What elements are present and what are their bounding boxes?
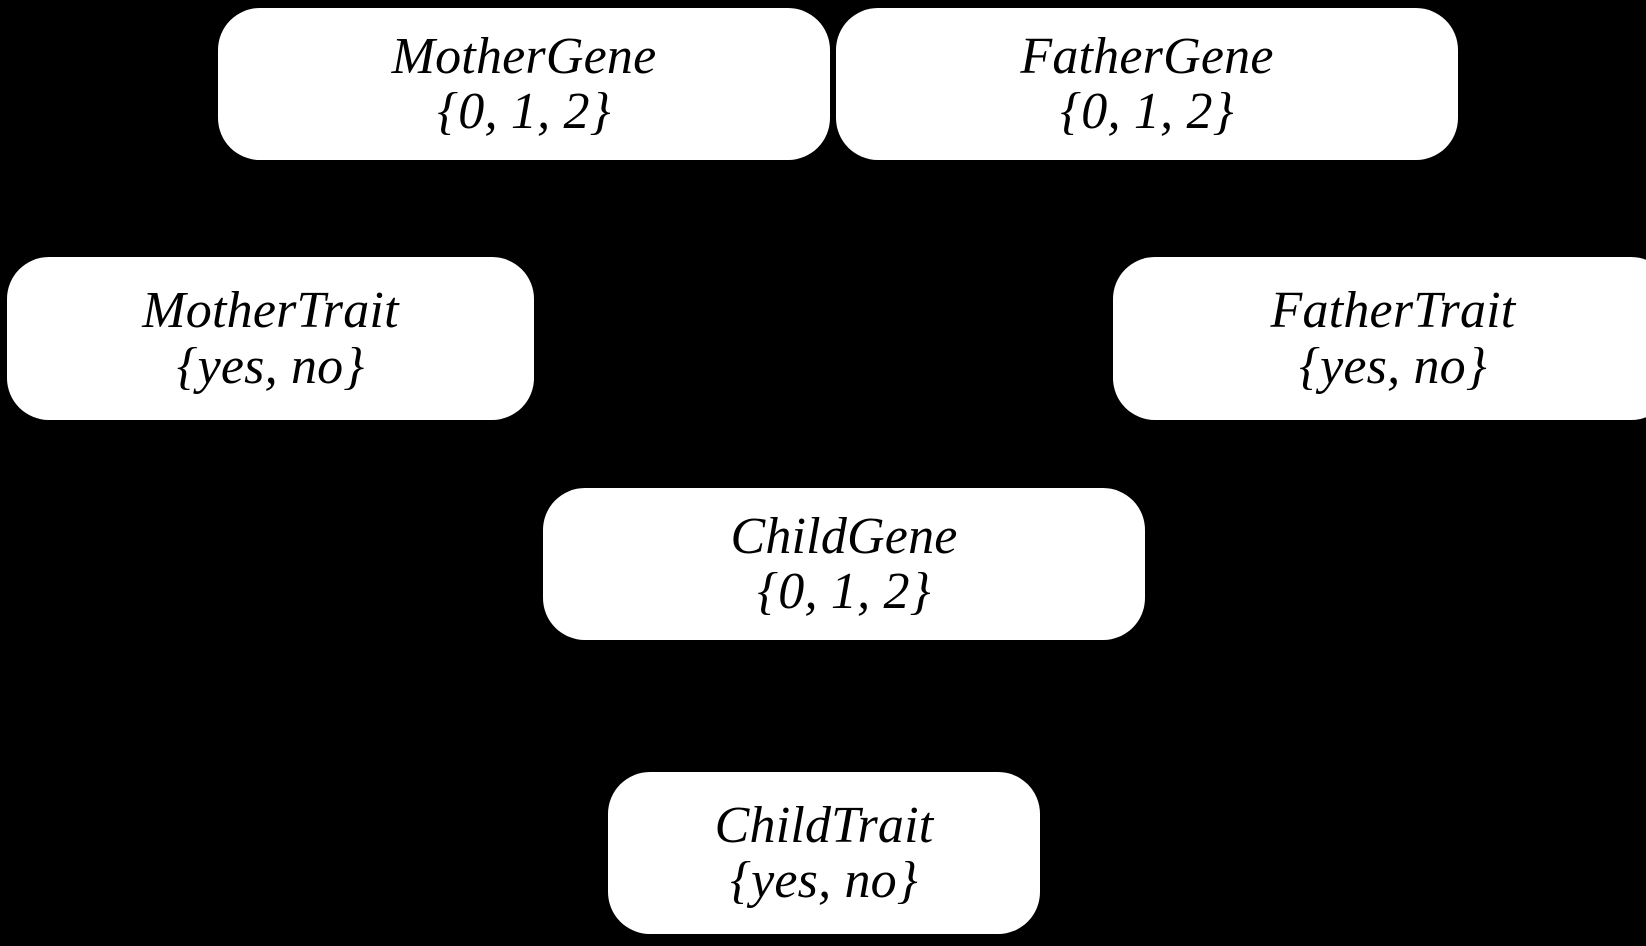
- node-child-trait-domain: {yes, no}: [730, 852, 918, 909]
- node-child-trait[interactable]: ChildTrait {yes, no}: [608, 772, 1040, 934]
- node-child-trait-label: ChildTrait: [714, 796, 934, 854]
- node-child-gene-domain: {0, 1, 2}: [757, 563, 931, 620]
- node-mother-trait-domain: {yes, no}: [176, 337, 365, 395]
- node-father-gene[interactable]: FatherGene {0, 1, 2}: [836, 8, 1458, 160]
- node-father-trait-label: FatherTrait: [1270, 282, 1516, 340]
- node-father-trait[interactable]: FatherTrait {yes, no}: [1113, 257, 1646, 420]
- node-child-gene[interactable]: ChildGene {0, 1, 2}: [543, 488, 1145, 640]
- node-father-gene-domain: {0, 1, 2}: [1060, 83, 1234, 140]
- node-mother-gene-domain: {0, 1, 2}: [437, 83, 611, 140]
- node-child-gene-label: ChildGene: [730, 507, 958, 565]
- node-father-gene-label: FatherGene: [1020, 27, 1274, 85]
- node-mother-trait[interactable]: MotherTrait {yes, no}: [7, 257, 534, 420]
- node-mother-gene[interactable]: MotherGene {0, 1, 2}: [218, 8, 830, 160]
- node-mother-trait-label: MotherTrait: [142, 282, 399, 340]
- node-father-trait-domain: {yes, no}: [1299, 337, 1487, 395]
- node-mother-gene-label: MotherGene: [391, 27, 657, 85]
